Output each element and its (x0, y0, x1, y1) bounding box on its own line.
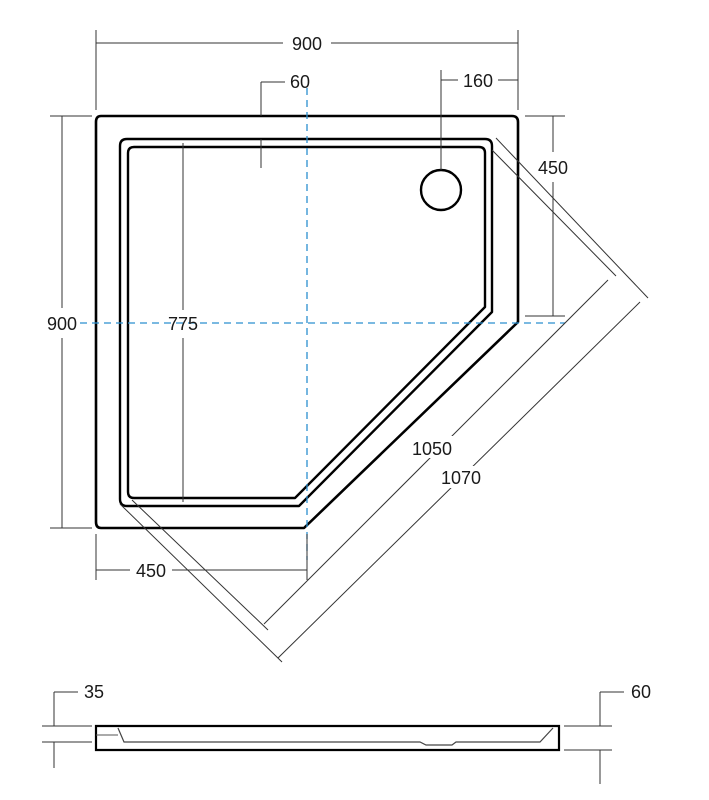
tray-basin-edge (126, 145, 487, 500)
dim-label-drain-offset-x: 160 (463, 71, 493, 91)
dim-drain-offset-y: 450 (525, 115, 568, 317)
dim-profile-height: 60 (564, 682, 651, 784)
dim-label-overall-width: 900 (292, 34, 322, 54)
dim-label-diagonal-inner: 1050 (412, 439, 452, 459)
dim-overall-width: 900 (95, 30, 519, 110)
dim-label-inner-depth: 775 (168, 314, 198, 334)
dim-profile-depth: 35 (42, 682, 104, 768)
dim-inner-depth: 775 (168, 143, 198, 502)
dim-label-profile-depth: 35 (84, 682, 104, 702)
dim-label-side-length: 450 (136, 561, 166, 581)
drain-hole (419, 168, 463, 212)
profile-body (94, 724, 561, 752)
dim-label-diagonal-outer: 1070 (441, 468, 481, 488)
dim-drain-offset-x: 160 (440, 70, 519, 170)
dim-label-profile-height: 60 (631, 682, 651, 702)
profile-basin (117, 727, 554, 746)
tray-profile-view: 35 60 (42, 682, 651, 784)
dim-diagonals: 1050 1070 (119, 137, 649, 663)
dim-overall-depth: 900 (47, 115, 92, 529)
center-lines (80, 88, 565, 560)
dim-rim-width: 60 (260, 72, 310, 168)
tray-rim-outer-edge (118, 137, 494, 508)
dim-label-drain-offset-y: 450 (538, 158, 568, 178)
dim-side-length: 450 (95, 534, 308, 581)
dim-label-rim-width: 60 (290, 72, 310, 92)
dim-label-overall-depth: 900 (47, 314, 77, 334)
